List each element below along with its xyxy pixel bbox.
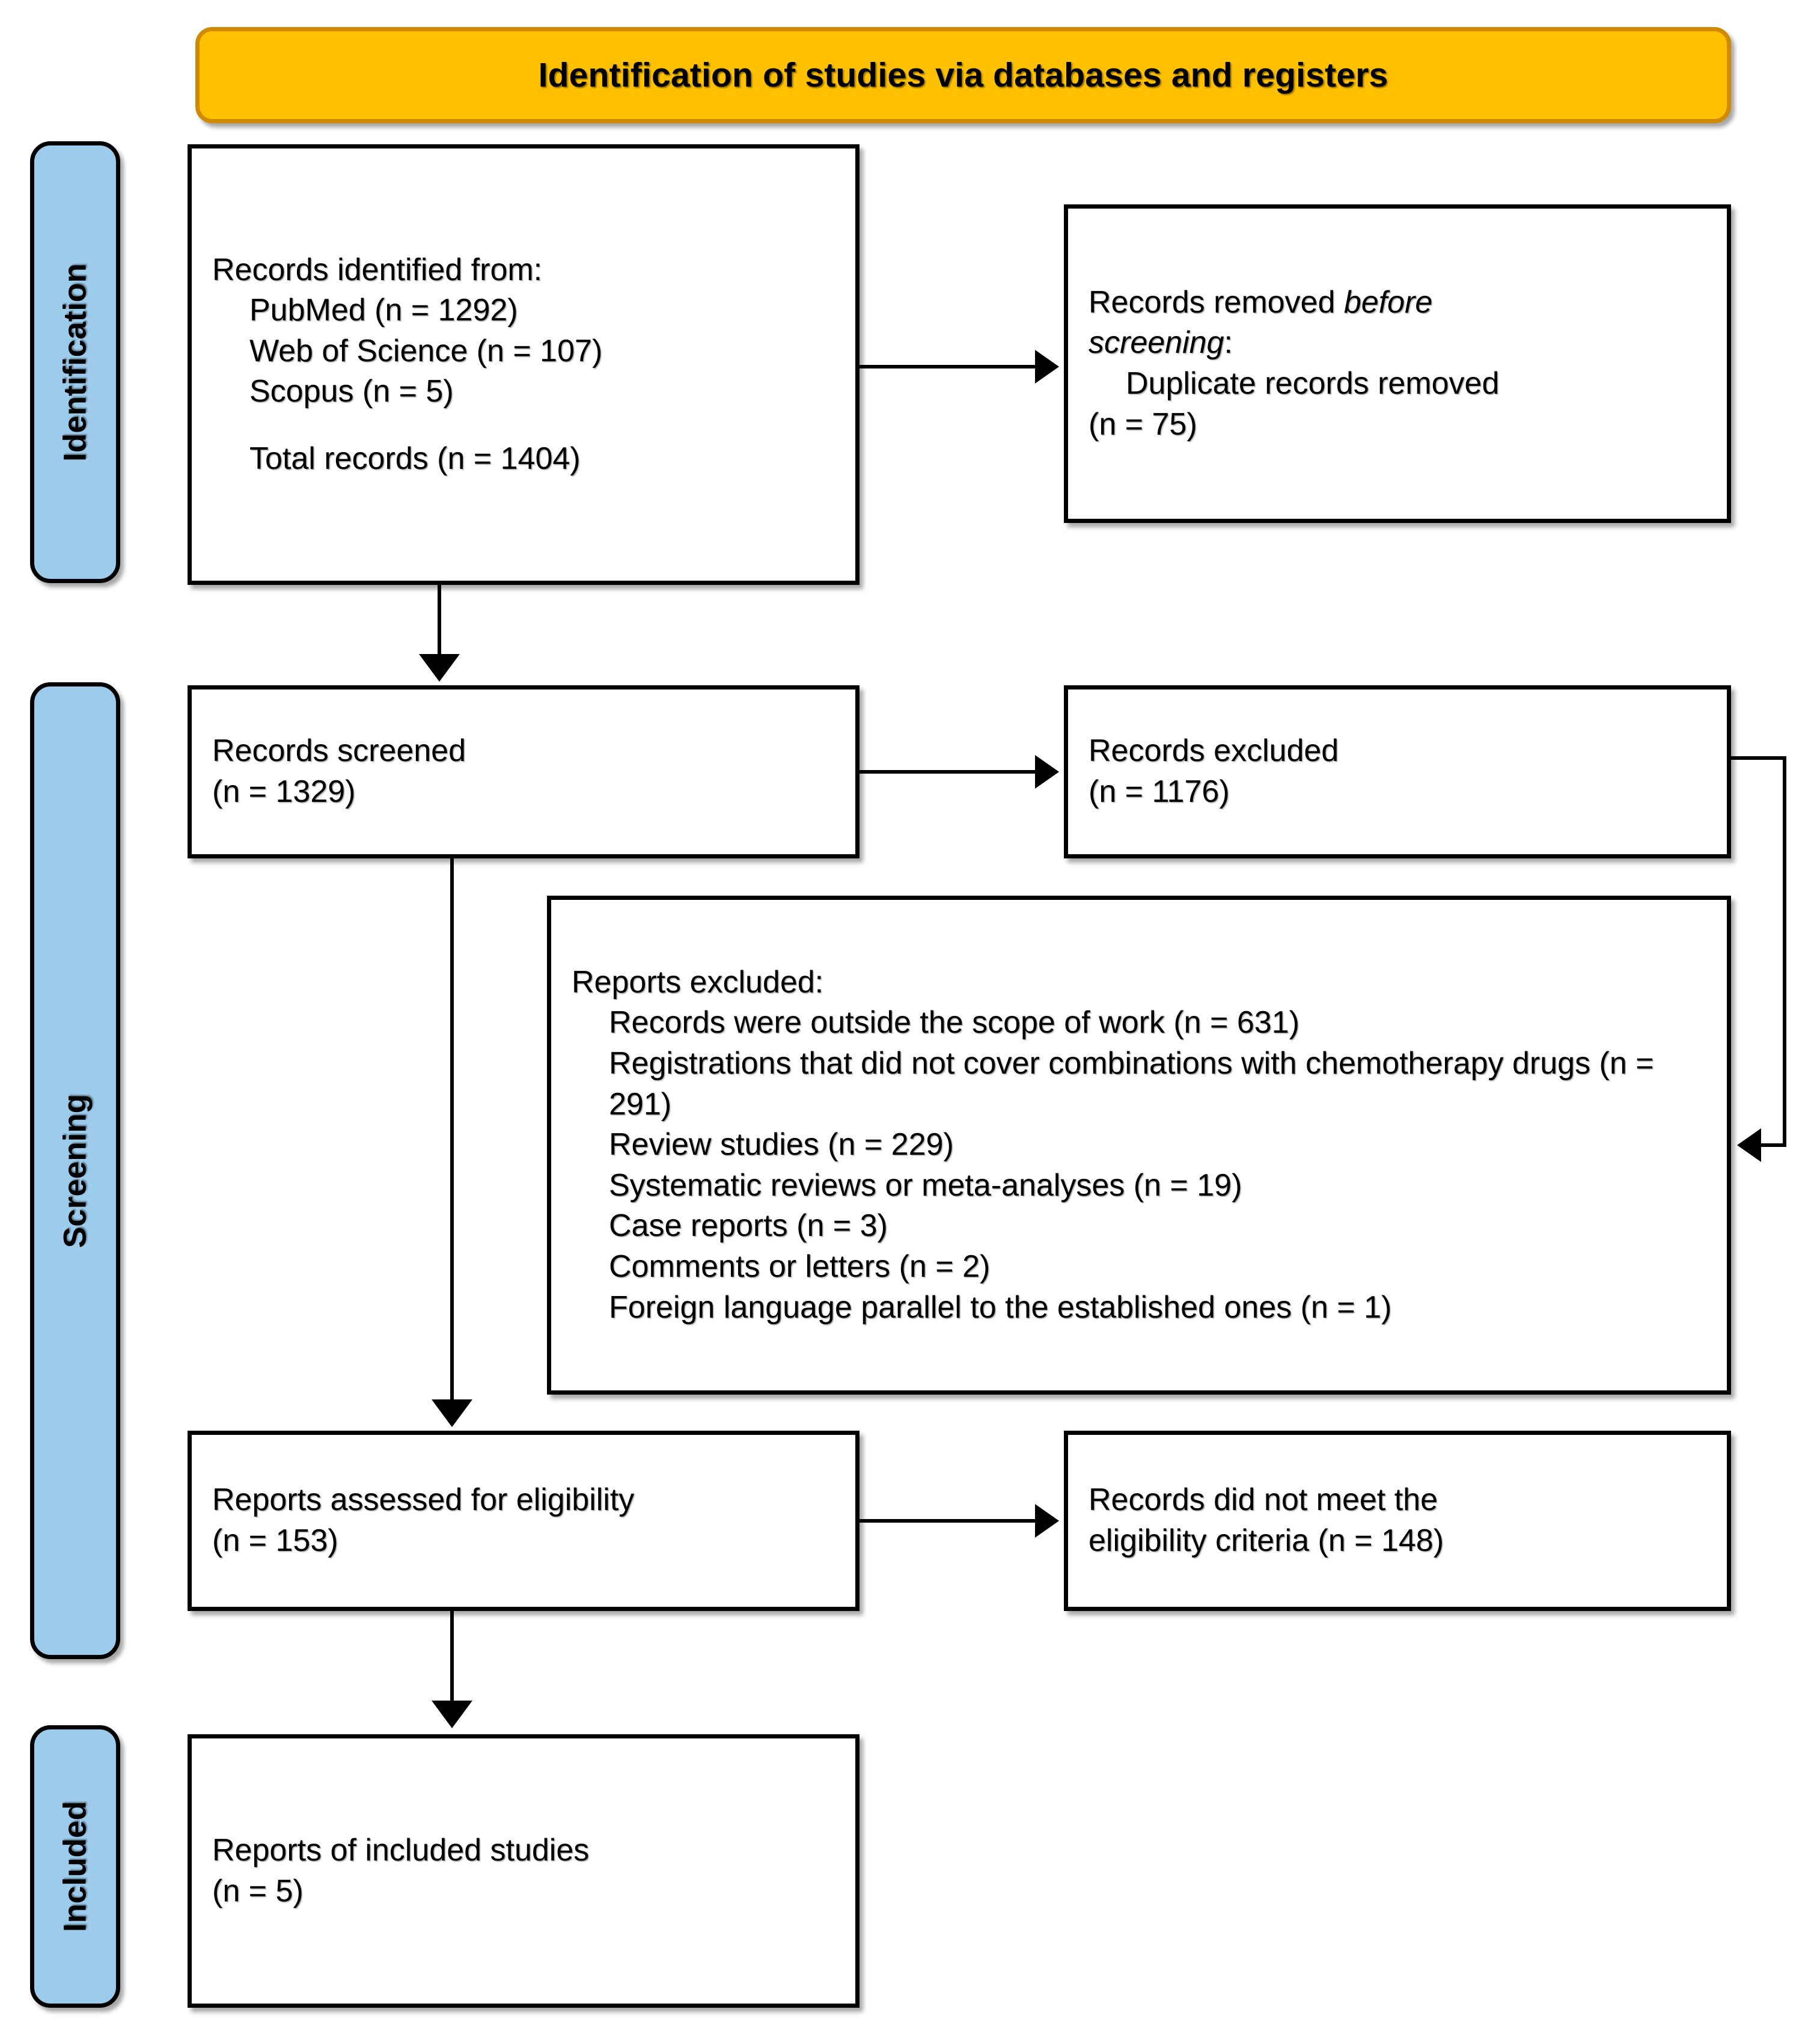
reports-excluded-reason-3: Systematic reviews or meta-analyses (n =…: [609, 1167, 1242, 1203]
records-screened-label: Records screened: [212, 733, 466, 769]
arrow-down-icon: [419, 654, 460, 682]
stage-label-included: Included: [57, 1801, 93, 1932]
records-identified-total: Total records (n = 1404): [249, 441, 581, 476]
reports-excluded-reason-0: Records were outside the scope of work (…: [609, 1005, 1299, 1041]
records-removed-item-duplicate: Duplicate records removed: [1126, 366, 1500, 401]
records-removed-heading-suffix: :: [1224, 325, 1233, 361]
records-removed-heading-prefix: Records removed: [1089, 284, 1344, 320]
reports-excluded-reason-1: Registrations that did not cover combina…: [609, 1046, 1654, 1122]
reports-excluded-reason-6: Foreign language parallel to the establi…: [609, 1289, 1392, 1325]
connector-line-top: [1729, 756, 1786, 760]
arrow-down-icon: [432, 1701, 472, 1728]
box-records-not-meeting-criteria-text: Records did not meet the eligibility cri…: [1068, 1480, 1727, 1561]
records-removed-heading-italic2: screening: [1089, 325, 1224, 361]
records-identified-source-scopus: Scopus (n = 5): [249, 374, 454, 409]
connector-line-bottom: [1761, 1143, 1786, 1147]
box-records-identified-text: Records identified from: PubMed (n = 129…: [192, 250, 855, 480]
box-records-excluded-text: Records excluded (n = 1176): [1068, 731, 1727, 812]
reports-assessed-count: (n = 153): [212, 1523, 338, 1558]
stage-bar-identification: Identification: [30, 141, 120, 583]
arrow-left-icon: [1737, 1128, 1761, 1162]
connector-line: [856, 365, 1036, 368]
box-records-screened: Records screened (n = 1329): [188, 685, 860, 858]
box-reports-assessed-for-eligibility: Reports assessed for eligibility (n = 15…: [188, 1431, 860, 1611]
box-reports-included-text: Reports of included studies (n = 5): [192, 1830, 855, 1912]
page-title: Identification of studies via databases …: [538, 56, 1388, 94]
diagram-header-banner: Identification of studies via databases …: [195, 27, 1731, 123]
box-records-not-meeting-criteria: Records did not meet the eligibility cri…: [1064, 1431, 1731, 1611]
records-screened-count: (n = 1329): [212, 774, 356, 809]
box-reports-of-included-studies: Reports of included studies (n = 5): [188, 1734, 860, 2008]
reports-excluded-reason-4: Case reports (n = 3): [609, 1208, 888, 1244]
not-met-line1: Records did not meet the: [1089, 1482, 1438, 1518]
records-removed-item-count: (n = 75): [1089, 406, 1197, 442]
records-excluded-label: Records excluded: [1089, 733, 1339, 769]
records-identified-heading: Records identified from:: [212, 252, 543, 287]
reports-excluded-heading: Reports excluded:: [572, 964, 824, 1000]
connector-line: [450, 857, 454, 1401]
reports-excluded-reason-2: Review studies (n = 229): [609, 1127, 954, 1163]
arrow-right-icon: [1035, 350, 1059, 384]
arrow-down-icon: [432, 1399, 472, 1427]
records-removed-heading-italic: before: [1343, 284, 1433, 320]
not-met-line2: eligibility criteria (n = 148): [1089, 1523, 1444, 1558]
box-records-removed-before-screening: Records removed before screening: Duplic…: [1064, 204, 1731, 523]
box-reports-excluded-text: Reports excluded: Records were outside t…: [551, 962, 1727, 1328]
records-identified-spacer: [212, 412, 835, 439]
box-reports-excluded: Reports excluded: Records were outside t…: [547, 896, 1731, 1395]
connector-line: [438, 583, 441, 655]
box-records-screened-text: Records screened (n = 1329): [192, 731, 855, 812]
records-identified-source-pubmed: PubMed (n = 1292): [249, 293, 518, 328]
connector-line: [856, 1519, 1036, 1523]
reports-included-count: (n = 5): [212, 1873, 304, 1909]
reports-included-label: Reports of included studies: [212, 1832, 590, 1868]
reports-assessed-label: Reports assessed for eligibility: [212, 1482, 635, 1518]
reports-excluded-reason-5: Comments or letters (n = 2): [609, 1249, 991, 1284]
connector-line: [856, 770, 1036, 774]
box-records-identified: Records identified from: PubMed (n = 129…: [188, 144, 860, 585]
connector-line: [450, 1609, 454, 1702]
records-identified-source-wos: Web of Science (n = 107): [249, 333, 603, 368]
box-reports-assessed-text: Reports assessed for eligibility (n = 15…: [192, 1480, 855, 1561]
stage-bar-screening: Screening: [30, 682, 120, 1659]
records-excluded-count: (n = 1176): [1089, 774, 1230, 809]
arrow-right-icon: [1035, 1504, 1059, 1538]
records-removed-heading-line2: screening:: [1089, 323, 1706, 364]
arrow-right-icon: [1035, 755, 1059, 789]
records-removed-heading-line1: Records removed before: [1089, 283, 1706, 323]
stage-label-identification: Identification: [57, 263, 93, 462]
box-records-excluded: Records excluded (n = 1176): [1064, 685, 1731, 858]
stage-bar-included: Included: [30, 1725, 120, 2008]
stage-label-screening: Screening: [57, 1093, 93, 1248]
connector-line-vertical: [1783, 756, 1786, 1147]
box-records-removed-text: Records removed before screening: Duplic…: [1068, 283, 1727, 445]
